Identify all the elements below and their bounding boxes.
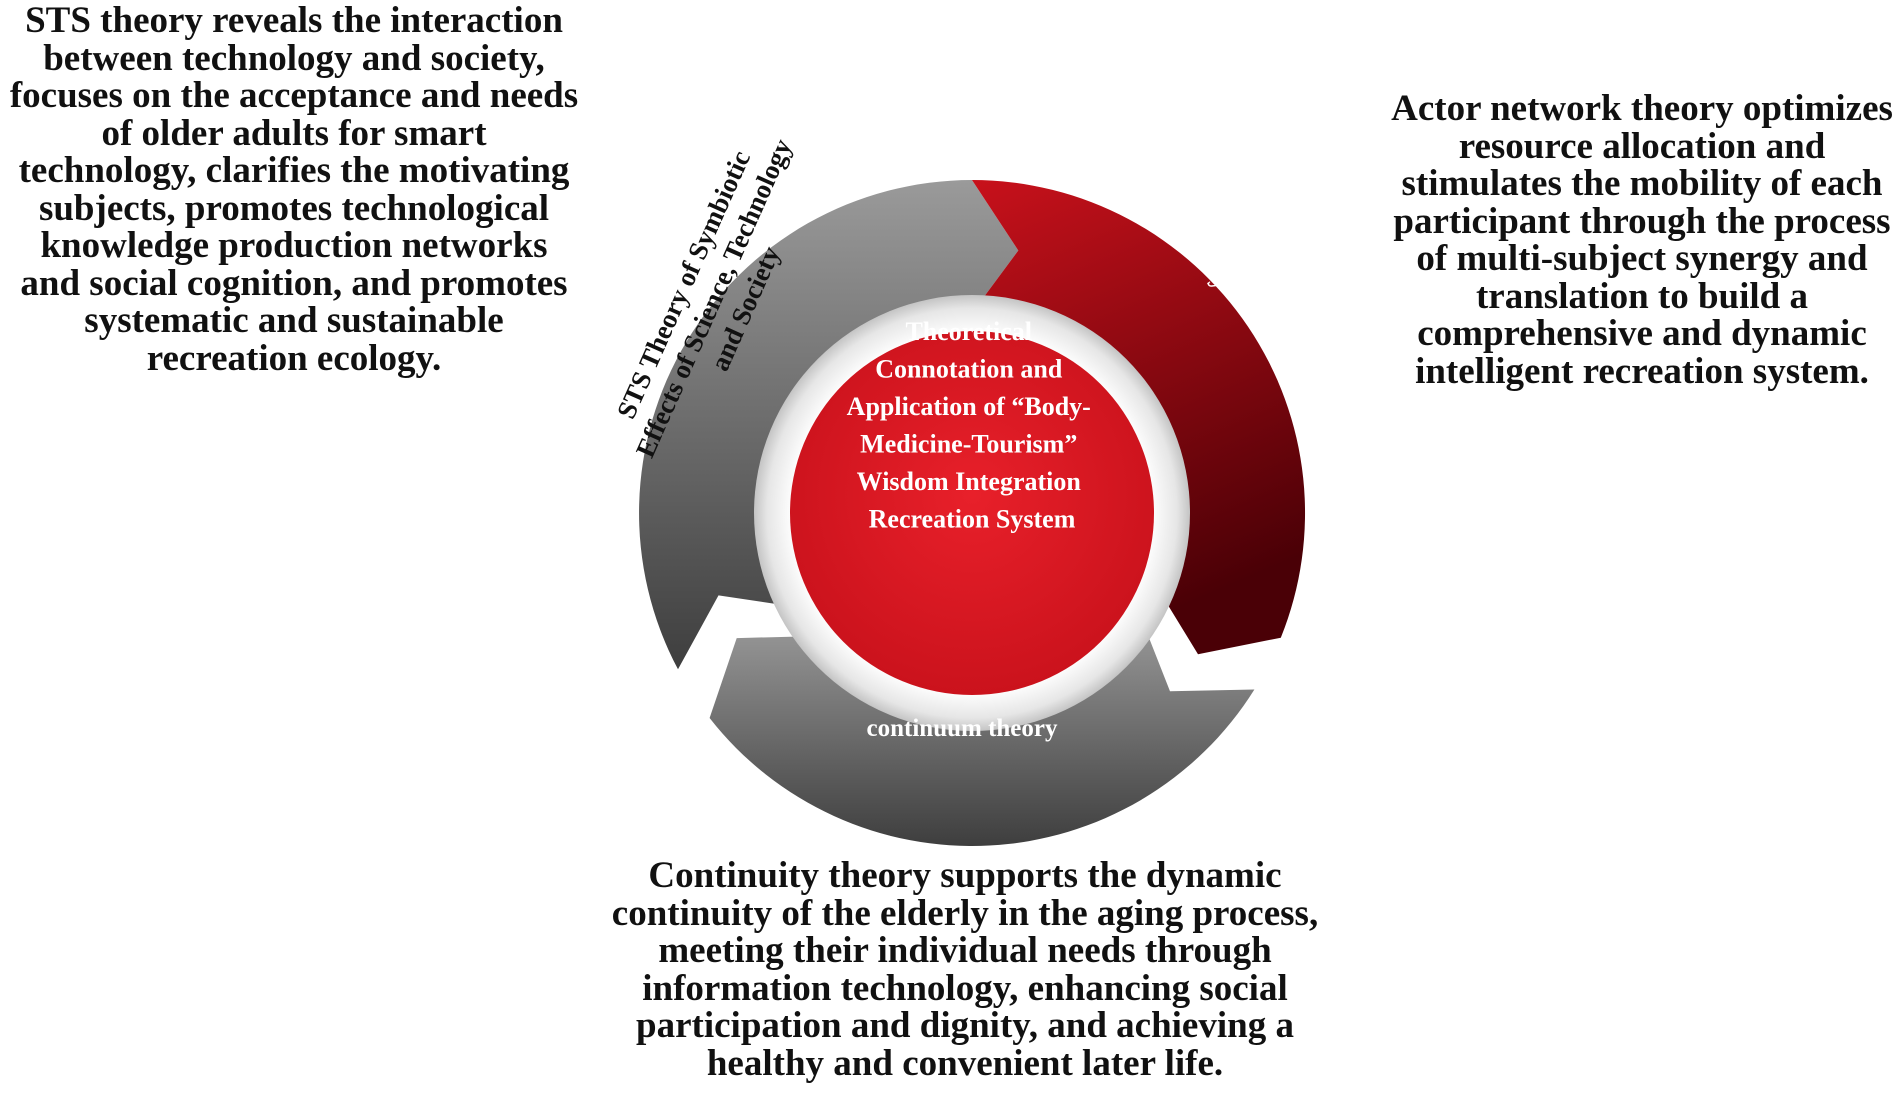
ant-description-line: resource allocation and — [1458, 125, 1826, 167]
center-title-line: Medicine-Tourism” — [860, 430, 1077, 459]
sts-description-line: focuses on the acceptance and needs — [9, 75, 579, 116]
ant-description-line: stimulates the mobility of each — [1401, 163, 1883, 204]
ant-description-line: translation to build a — [1475, 275, 1809, 317]
ant-description-line: Actor network theory optimizes — [1391, 88, 1893, 129]
continuity-theory-description: Continuity theory supports the dynamic c… — [600, 857, 1330, 1082]
sts-description-line: knowledge production networks — [40, 225, 548, 266]
continuity-description-line: Continuity theory supports the dynamic — [648, 855, 1282, 896]
center-title-line: Recreation System — [869, 505, 1076, 534]
sts-description-line: STS theory reveals the interaction — [25, 0, 563, 41]
center-title: Theoretical Connotation and Application … — [847, 317, 1098, 534]
ant-theory-segment — [972, 180, 1306, 655]
continuity-description-line: continuity of the elderly in the aging p… — [611, 892, 1319, 934]
sts-description-line: of older adults for smart — [101, 112, 487, 154]
sts-description-line: between technology and society, — [43, 37, 545, 79]
ant-theory-description: Actor network theory optimizes resource … — [1382, 90, 1902, 390]
sts-theory-description: STS theory reveals the interaction betwe… — [4, 2, 584, 377]
ant-description-line: of multi-subject synergy and — [1416, 238, 1868, 279]
ant-description-line: comprehensive and dynamic — [1417, 313, 1867, 354]
sts-description-line: recreation ecology. — [146, 337, 442, 379]
continuity-description-line: meeting their individual needs through — [658, 930, 1272, 971]
continuum-segment-label: continuum theory — [867, 715, 1058, 742]
continuity-description-line: information technology, enhancing social — [642, 967, 1288, 1009]
sts-description-line: subjects, promotes technological — [38, 187, 550, 229]
sts-description-line: technology, clarifies the motivating — [18, 150, 570, 191]
center-disc — [790, 331, 1154, 695]
center-title-line: Connotation and — [875, 355, 1063, 384]
sts-description-line: and social cognition, and promotes — [20, 262, 568, 304]
sts-description-line: systematic and sustainable — [84, 300, 504, 341]
continuity-description-line: healthy and convenient later life. — [706, 1042, 1224, 1084]
center-title-line: Application of “Body- — [847, 392, 1091, 421]
continuum-segment-label-line: continuum theory — [867, 715, 1058, 742]
ant-description-line: intelligent recreation system. — [1415, 350, 1869, 392]
ant-description-line: participant through the process — [1393, 200, 1891, 242]
center-title-line: Theoretical — [905, 317, 1032, 346]
center-title-line: Wisdom Integration — [857, 467, 1082, 496]
continuity-description-line: participation and dignity, and achieving… — [636, 1005, 1294, 1046]
